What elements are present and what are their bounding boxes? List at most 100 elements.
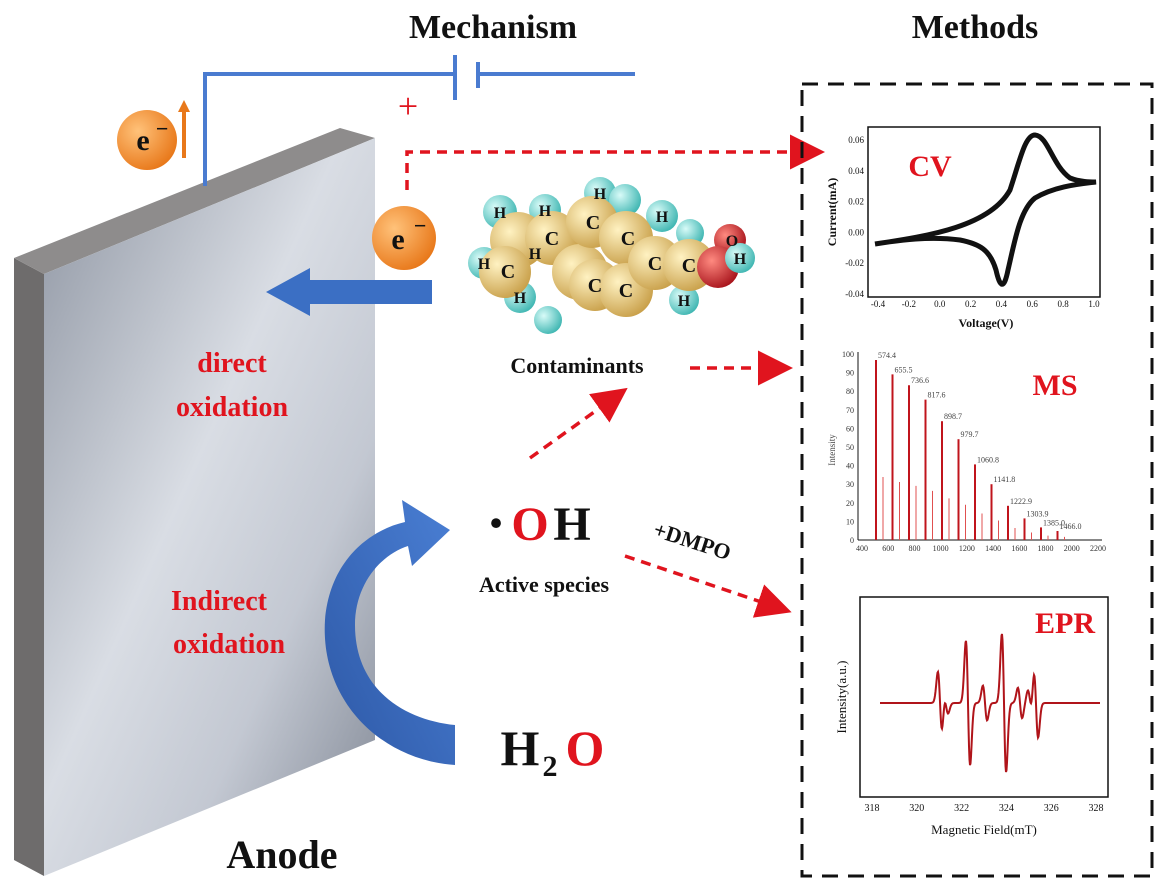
indirect-oxidation-arrow xyxy=(324,500,455,765)
svg-text:C: C xyxy=(545,228,559,250)
ms-ytick: 10 xyxy=(846,517,854,526)
svg-text:H: H xyxy=(734,251,747,268)
cv-xtick: 0.0 xyxy=(934,299,946,309)
epr-xtick: 320 xyxy=(909,803,924,814)
svg-text:H: H xyxy=(656,209,669,226)
ms-ytick: 30 xyxy=(846,480,854,489)
svg-text:−: − xyxy=(156,116,169,141)
cv-curve xyxy=(874,132,1097,287)
oh-to-contaminants-arrow xyxy=(528,387,628,460)
svg-text:C: C xyxy=(682,255,696,277)
epr-xlabel: Magnetic Field(mT) xyxy=(931,822,1037,837)
indirect-oxidation-label-2: oxidation xyxy=(173,629,285,660)
epr-xtick: 318 xyxy=(865,803,880,814)
svg-text:H: H xyxy=(478,256,491,273)
cv-ytick: 0.06 xyxy=(848,135,864,145)
hydroxyl-radical: • O H xyxy=(490,498,591,551)
water-molecule: H 2 O xyxy=(501,720,605,783)
ms-xtick: 400 xyxy=(856,544,868,553)
ms-xtick: 1600 xyxy=(1011,544,1027,553)
svg-text:H: H xyxy=(514,290,527,307)
to-epr-dashed-arrow xyxy=(624,554,792,618)
ms-peak-label: 655.5 xyxy=(895,365,913,374)
ms-peak-label: 736.6 xyxy=(911,376,929,385)
anode-electrode xyxy=(14,128,375,876)
cv-xtick: 0.6 xyxy=(1027,299,1039,309)
cv-ytick: -0.02 xyxy=(845,258,864,268)
ms-ytick: 70 xyxy=(846,406,854,415)
epr-xtick: 322 xyxy=(954,803,969,814)
svg-text:e: e xyxy=(136,124,149,157)
ms-ytick: 50 xyxy=(846,443,854,452)
ms-xtick: 2000 xyxy=(1064,544,1080,553)
external-circuit xyxy=(203,55,635,186)
svg-text:H: H xyxy=(494,205,507,222)
svg-text:C: C xyxy=(621,228,635,250)
ms-peak-label: 979.7 xyxy=(961,430,979,439)
svg-text:H: H xyxy=(539,203,552,220)
svg-text:H: H xyxy=(594,186,607,203)
svg-text:O: O xyxy=(511,498,548,551)
ms-xtick: 1400 xyxy=(985,544,1001,553)
ms-ytick: 60 xyxy=(846,424,854,433)
epr-xtick: 328 xyxy=(1089,803,1104,814)
plus-sign: + xyxy=(398,86,418,126)
ms-xtick: 600 xyxy=(882,544,894,553)
direct-oxidation-label-1: direct xyxy=(197,348,267,379)
contaminants-label: Contaminants xyxy=(510,353,644,378)
cv-title: CV xyxy=(908,150,952,183)
to-cv-dashed-arrow xyxy=(405,134,825,190)
cv-ylabel: Current(mA) xyxy=(825,178,839,246)
epr-ylabel: Intensity(a.u.) xyxy=(834,661,849,734)
electron-upper: e − xyxy=(117,110,177,170)
svg-text:•: • xyxy=(490,503,503,543)
epr-spectrum xyxy=(880,633,1100,773)
ms-peak-label: 898.7 xyxy=(944,412,962,421)
direct-oxidation-label-2: oxidation xyxy=(176,392,288,423)
ms-peak-label: 1385.0 xyxy=(1043,518,1065,527)
cv-ytick: 0.02 xyxy=(848,197,864,207)
svg-text:2: 2 xyxy=(543,750,558,783)
indirect-oxidation-label-1: Indirect xyxy=(171,586,268,617)
epr-xtick: 324 xyxy=(999,803,1014,814)
svg-text:e: e xyxy=(391,223,404,256)
cv-ytick: 0.00 xyxy=(848,227,864,237)
svg-text:H: H xyxy=(501,720,540,776)
ms-peak-label: 1303.9 xyxy=(1027,509,1049,518)
ms-xtick: 2200 xyxy=(1090,544,1106,553)
methods-box xyxy=(800,82,1154,878)
ms-peak-label: 1466.0 xyxy=(1060,522,1082,531)
ms-ytick: 80 xyxy=(846,387,854,396)
cv-xtick: -0.4 xyxy=(871,299,886,309)
ms-peak-label: 1141.8 xyxy=(994,475,1016,484)
direct-oxidation-arrow xyxy=(266,268,432,316)
cv-xtick: -0.2 xyxy=(902,299,916,309)
ms-xtick: 1800 xyxy=(1038,544,1054,553)
epr-xtick: 326 xyxy=(1044,803,1059,814)
svg-text:H: H xyxy=(553,498,590,551)
contaminant-molecule: H H H H H H H H H C C C C C C C C O xyxy=(468,177,755,334)
ms-peak-label: 574.4 xyxy=(878,351,896,360)
svg-text:H: H xyxy=(529,246,542,263)
cv-ytick: -0.04 xyxy=(845,289,864,299)
svg-text:C: C xyxy=(648,253,662,275)
svg-text:C: C xyxy=(501,261,515,283)
cv-xlabel: Voltage(V) xyxy=(959,316,1014,330)
cv-ytick: 0.04 xyxy=(848,166,864,176)
cv-xtick: 1.0 xyxy=(1088,299,1100,309)
ms-xtick: 1200 xyxy=(959,544,975,553)
svg-text:H: H xyxy=(678,293,691,310)
electron-up-arrow xyxy=(178,100,190,158)
ms-peak-label: 1060.8 xyxy=(977,455,999,464)
ms-ytick: 90 xyxy=(846,369,854,378)
ms-xtick: 1000 xyxy=(933,544,949,553)
cv-xtick: 0.4 xyxy=(996,299,1008,309)
svg-text:O: O xyxy=(566,720,605,776)
cv-xtick: 0.2 xyxy=(965,299,976,309)
svg-text:O: O xyxy=(726,233,738,250)
methods-heading: Methods xyxy=(912,9,1039,46)
ms-xtick: 800 xyxy=(908,544,920,553)
